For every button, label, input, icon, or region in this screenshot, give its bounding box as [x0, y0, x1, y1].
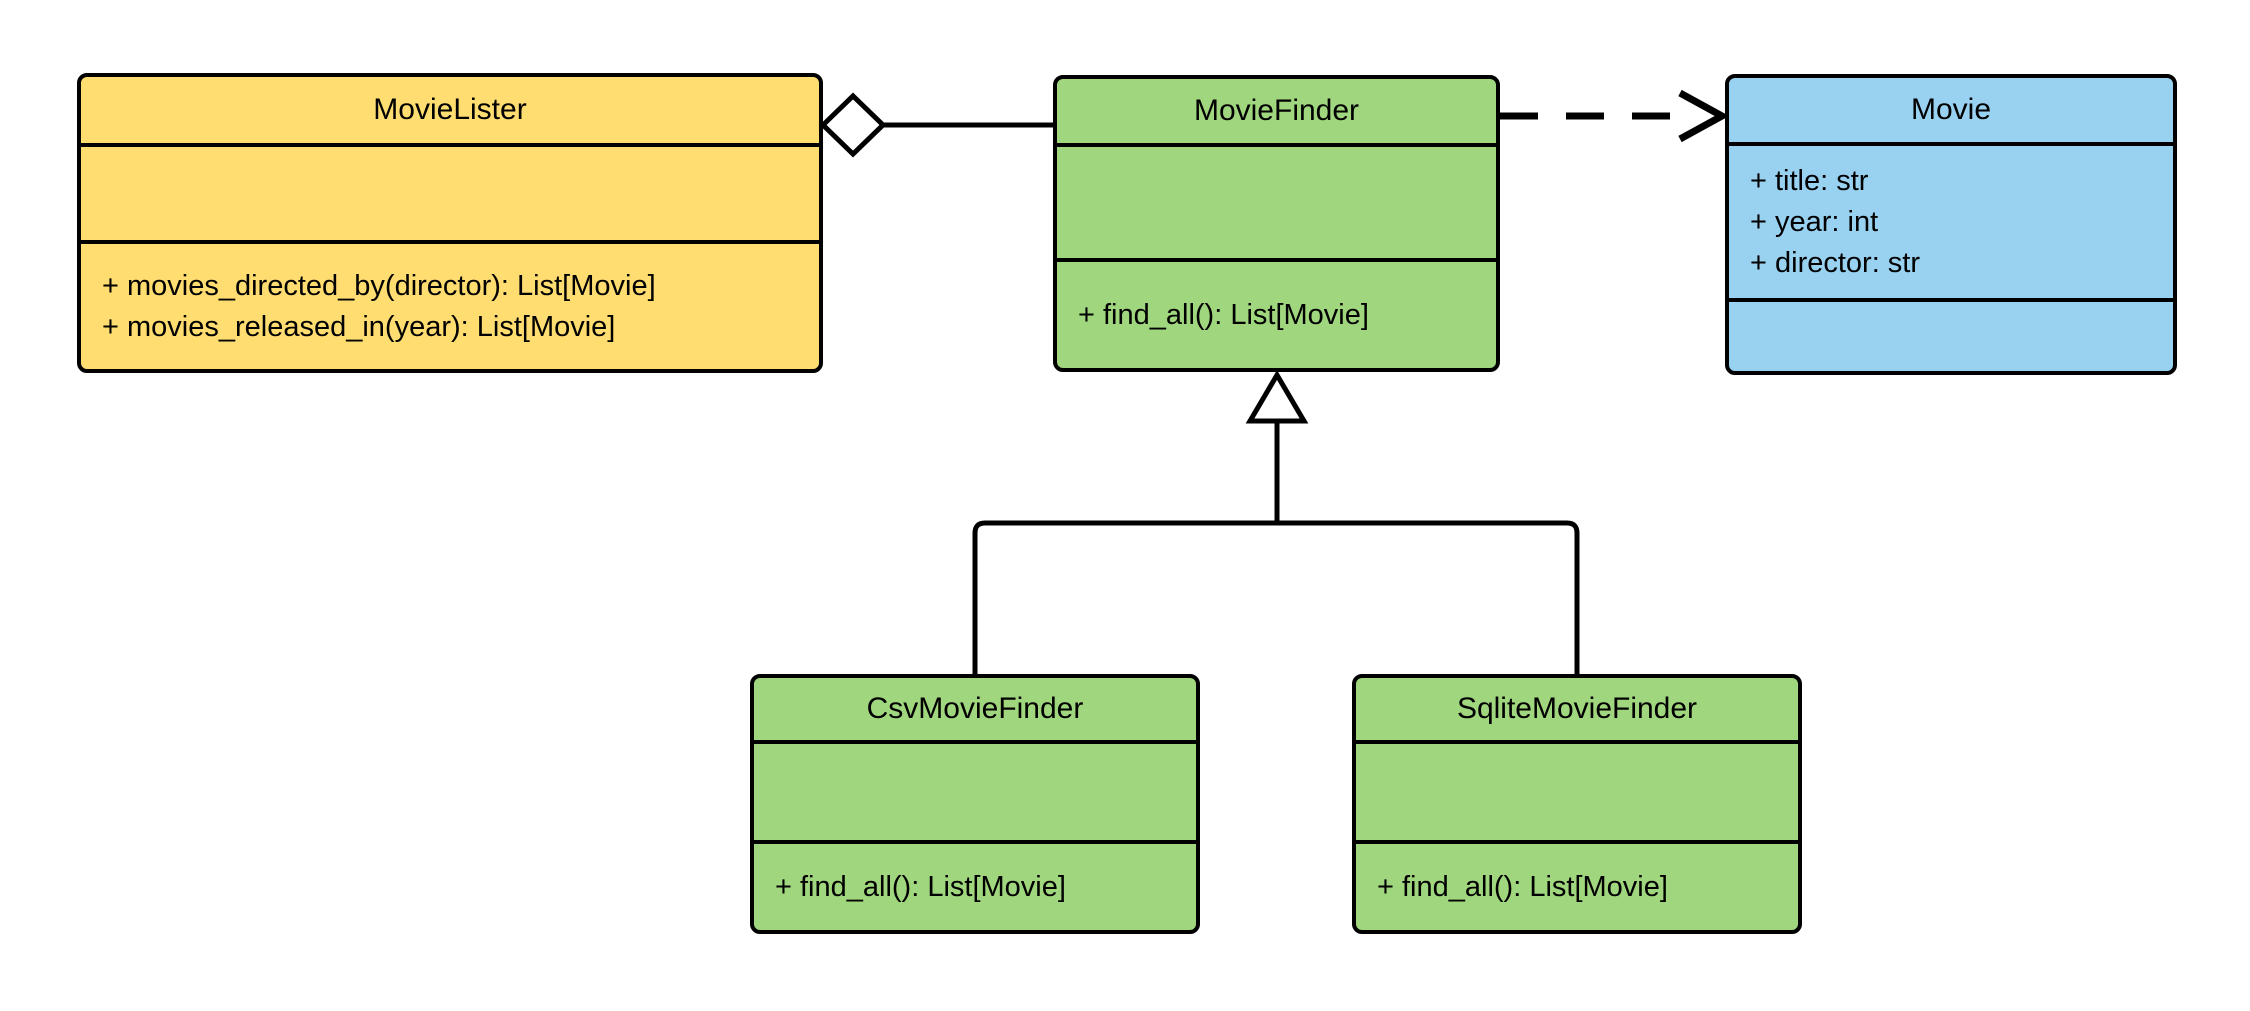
inheritance-branch-left-line [972, 520, 1277, 676]
methods-section-movie [1729, 298, 2173, 371]
class-title-movie: Movie [1910, 93, 1992, 126]
methods-section-csvmoviefinder: + find_all(): List[Movie] [754, 840, 1196, 930]
class-box-sqlitemoviefinder[interactable]: SqliteMovieFinder + find_all(): List[Mov… [1352, 674, 1802, 934]
inheritance-triangle-icon [1245, 370, 1309, 424]
class-title-csvmoviefinder: CsvMovieFinder [866, 692, 1084, 725]
attributes-section-movielister [81, 143, 819, 240]
class-box-movie[interactable]: Movie + title: str + year: int + directo… [1725, 74, 2177, 375]
attribute-label: + director: str [1750, 246, 1921, 279]
inheritance-connector-csvmoviefinder[interactable] [972, 520, 1277, 676]
attribute-label: + title: str [1750, 164, 1869, 197]
attribute-label: + year: int [1750, 205, 1879, 238]
method-label: + find_all(): List[Movie] [1078, 298, 1369, 331]
methods-section-movielister: + movies_directed_by(director): List[Mov… [81, 240, 819, 369]
aggregation-diamond-icon [819, 92, 887, 158]
methods-section-sqlitemoviefinder: + find_all(): List[Movie] [1356, 840, 1798, 930]
attributes-section-movie: + title: str + year: int + director: str [1729, 142, 2173, 298]
attributes-section-moviefinder [1057, 143, 1496, 258]
class-box-moviefinder[interactable]: MovieFinder + find_all(): List[Movie] [1053, 75, 1500, 372]
class-title-moviefinder: MovieFinder [1193, 94, 1360, 127]
inheritance-branch-right-line [1277, 520, 1580, 676]
class-box-movielister[interactable]: MovieLister + movies_directed_by(directo… [77, 73, 823, 373]
method-label: + movies_directed_by(director): List[Mov… [102, 269, 656, 302]
method-label: + find_all(): List[Movie] [775, 870, 1066, 903]
aggregation-connector-movielister-moviefinder[interactable] [819, 92, 1053, 158]
method-label: + find_all(): List[Movie] [1377, 870, 1668, 903]
attributes-section-sqlitemoviefinder [1356, 740, 1798, 840]
class-box-csvmoviefinder[interactable]: CsvMovieFinder + find_all(): List[Movie] [750, 674, 1200, 934]
attributes-section-csvmoviefinder [754, 740, 1196, 840]
method-label: + movies_released_in(year): List[Movie] [102, 310, 616, 343]
inheritance-connector-trunk[interactable] [1245, 370, 1309, 523]
class-title-movielister: MovieLister [373, 93, 527, 126]
dependency-arrowhead-icon [1678, 89, 1730, 143]
dependency-connector-moviefinder-movie[interactable] [1500, 89, 1730, 143]
inheritance-connector-sqlitemoviefinder[interactable] [1277, 520, 1580, 676]
class-title-sqlitemoviefinder: SqliteMovieFinder [1456, 692, 1698, 725]
methods-section-moviefinder: + find_all(): List[Movie] [1057, 258, 1496, 368]
